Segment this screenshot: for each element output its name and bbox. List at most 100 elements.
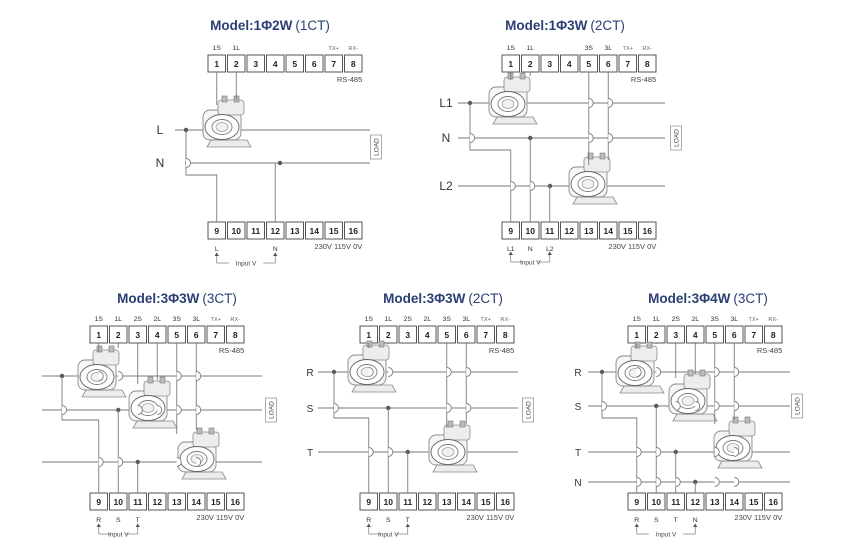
terminal-number: 12 [153, 497, 163, 507]
terminal-number: 10 [114, 497, 124, 507]
input-arrow-head [634, 523, 639, 527]
terminal-12 [418, 492, 437, 511]
terminal-16 [496, 492, 515, 511]
terminal-number: 10 [232, 226, 242, 236]
terminal-number: 14 [310, 226, 320, 236]
load-text: LOAD [795, 397, 802, 415]
terminal-input-label: T [674, 517, 678, 524]
wire-crossover [636, 447, 642, 457]
terminal-4 [266, 54, 285, 73]
terminal-input-label: S [386, 517, 391, 524]
terminal-label: 1L [232, 45, 240, 52]
line-label-L: L [157, 123, 164, 137]
terminal-label: 3S [173, 316, 182, 323]
wire-crossover [734, 401, 740, 411]
wire-crossover [675, 401, 681, 411]
line-label-L1: L1 [439, 96, 453, 110]
terminal-number: 13 [290, 226, 300, 236]
diagram-title: Model:3Φ3W(3CT) [117, 291, 237, 306]
terminal-7 [476, 325, 495, 344]
terminal-input-label: T [136, 517, 140, 524]
terminal-label: 2L [691, 316, 699, 323]
line-label-N: N [442, 131, 451, 145]
terminal-number: 14 [730, 497, 740, 507]
terminal-14 [725, 492, 744, 511]
terminal-input-label: N [693, 517, 698, 524]
terminal-number: 5 [712, 330, 717, 340]
load-label: LOAD [522, 397, 534, 423]
terminal-7 [618, 54, 637, 73]
terminal-16 [638, 221, 657, 240]
terminal-label: 2S [134, 316, 143, 323]
terminal-5 [285, 54, 304, 73]
wire-crossover [510, 181, 516, 191]
terminal-number: 11 [671, 497, 680, 507]
phase-label: T [575, 448, 581, 459]
terminal-15 [324, 221, 343, 240]
wire-crossover [196, 457, 202, 467]
voltage-label: 230V 115V 0V [466, 513, 514, 522]
terminal-number: 1 [634, 330, 639, 340]
terminal-label: 1L [384, 316, 392, 323]
terminal-label: 1S [633, 316, 642, 323]
wire-crossover [176, 405, 182, 415]
terminal-number: 2 [528, 59, 533, 69]
terminal-number: 4 [567, 59, 572, 69]
wire-crossover [734, 477, 740, 487]
terminal-label: 2S [404, 316, 413, 323]
terminal-input-label: L1 [507, 246, 515, 253]
terminal-15 [206, 492, 225, 511]
terminal-input-label: L [215, 246, 219, 253]
terminal-number: 8 [503, 330, 508, 340]
terminal-label: TX+ [749, 317, 759, 323]
terminal-number: 9 [366, 497, 371, 507]
terminal-number: 1 [508, 59, 513, 69]
current-transformer-icon [713, 416, 763, 469]
terminal-number: 6 [606, 59, 611, 69]
terminal-14 [457, 492, 476, 511]
phase-label: T [307, 448, 313, 459]
wire-crossover [714, 477, 720, 487]
terminal-number: 15 [481, 497, 491, 507]
terminal-input-label: R [634, 517, 639, 524]
terminal-input-label: S [654, 517, 659, 524]
terminal-label: 1S [365, 316, 374, 323]
terminal-number: 13 [710, 497, 720, 507]
terminal-number: 14 [604, 226, 614, 236]
load-box [370, 134, 382, 160]
terminal-number: 7 [625, 59, 630, 69]
wire-crossover [466, 403, 472, 413]
load-box [791, 393, 803, 419]
terminal-number: 2 [234, 59, 239, 69]
terminal-number: 2 [654, 330, 659, 340]
wire-crossover [176, 371, 182, 381]
voltage-label: 230V 115V 0V [314, 242, 362, 251]
input-v-label: Input V [378, 532, 399, 539]
terminal-label: 1S [507, 45, 516, 52]
terminal-number: 7 [751, 330, 756, 340]
wire-L-to-9 [185, 130, 218, 222]
terminal-number: 16 [349, 226, 359, 236]
terminal-13 [705, 492, 724, 511]
wire-crossover [466, 367, 472, 377]
terminal-number: 10 [384, 497, 394, 507]
current-transformer-icon [347, 340, 397, 393]
terminal-label: RX- [768, 317, 778, 323]
wire-crossover [118, 371, 124, 381]
input-arrow-head [366, 523, 371, 527]
terminal-3 [398, 325, 417, 344]
terminal-6 [305, 54, 324, 73]
wire-crossover [636, 477, 642, 487]
diagram-title-main: Model:1Φ3W [505, 18, 588, 33]
wire-crossover [734, 447, 740, 457]
wire-crossover [368, 447, 374, 457]
voltage-label: 230V 115V 0V [734, 513, 782, 522]
terminal-8 [226, 325, 245, 344]
terminal-number: 12 [565, 226, 575, 236]
terminal-16 [344, 221, 363, 240]
